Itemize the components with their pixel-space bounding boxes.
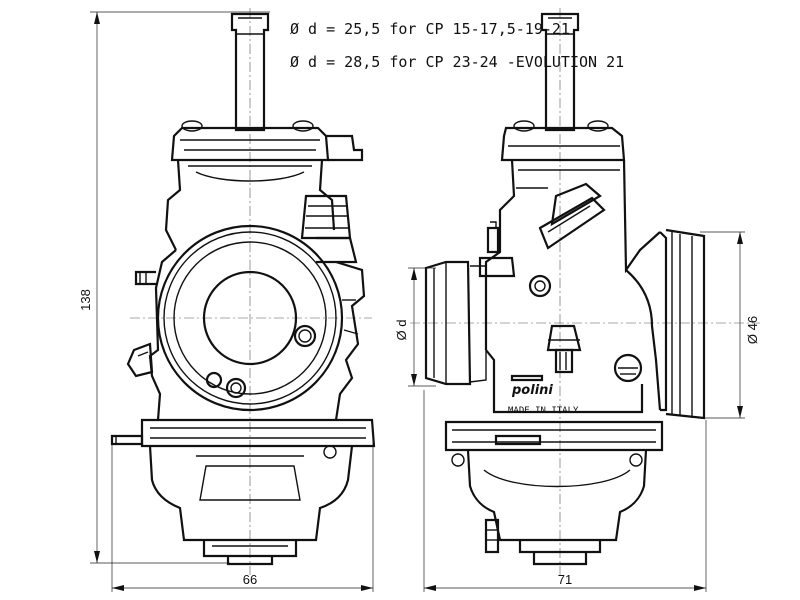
inlet-diameter-label: Ø d bbox=[394, 320, 409, 341]
brand-logo: polini bbox=[511, 383, 553, 398]
outlet-diameter-dimension bbox=[700, 231, 745, 419]
height-label: 138 bbox=[78, 289, 93, 311]
note-diameter-large: Ø d = 28,5 for CP 23-24 -EVOLUTION 21 bbox=[290, 53, 624, 71]
front-width-label: 66 bbox=[243, 572, 257, 587]
carburetor-side-view: polini MADE IN ITALY bbox=[424, 12, 706, 566]
height-dimension bbox=[90, 11, 270, 564]
side-width-label: 71 bbox=[558, 572, 572, 587]
front-width-dimension bbox=[111, 440, 374, 592]
inlet-diameter-dimension bbox=[408, 267, 436, 387]
made-in-label: MADE IN ITALY bbox=[508, 406, 579, 416]
outlet-diameter-label: Ø 46 bbox=[745, 316, 760, 344]
side-width-dimension bbox=[423, 390, 707, 592]
note-diameter-small: Ø d = 25,5 for CP 15-17,5-19-21 bbox=[290, 20, 570, 38]
carburetor-front-view bbox=[110, 12, 376, 566]
